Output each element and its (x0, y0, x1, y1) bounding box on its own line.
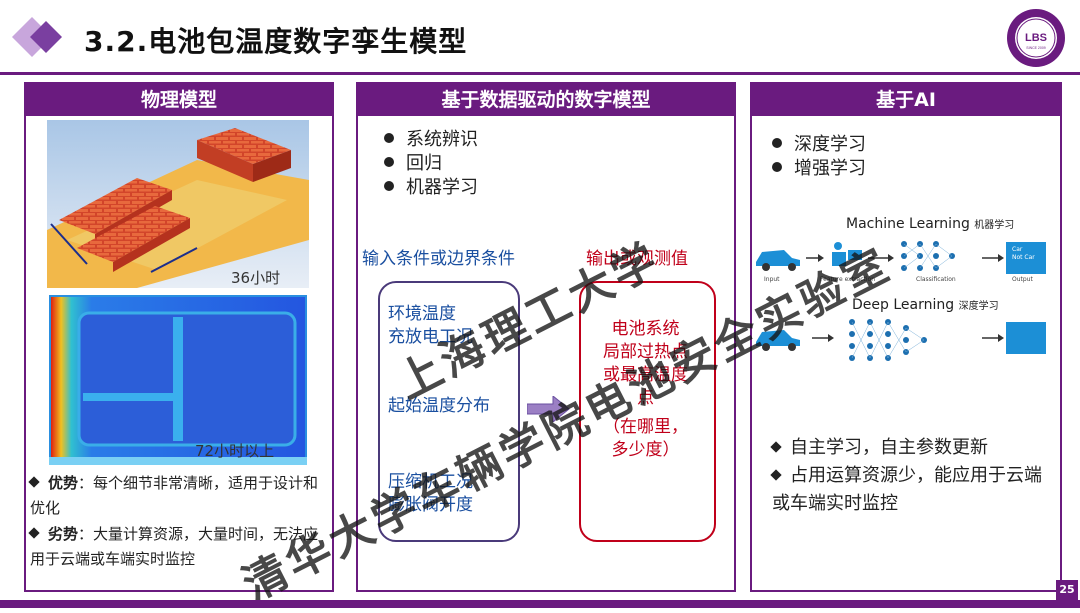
input-item: 环境温度 (388, 304, 456, 324)
bullet-dot-icon (384, 133, 394, 143)
input-item: 起始温度分布 (388, 396, 490, 416)
output-line: 局部过热点 (603, 342, 688, 362)
diamond-bullet-icon (28, 476, 40, 488)
input-label: 输入条件或边界条件 (362, 249, 515, 269)
caption-72-hours: 72小时以上 (195, 442, 275, 460)
input-item: 压缩机工况 (388, 472, 473, 492)
output-line: 点 (637, 388, 654, 408)
data-driven-methods: 系统辨识 回归 机器学习 (384, 128, 478, 200)
input-item: 充放电工况 (388, 327, 473, 347)
inputs-box (378, 281, 520, 542)
ml-output-car: Car (1012, 246, 1023, 253)
input-item: 膨胀阀开度 (388, 495, 473, 515)
physical-model-title: 物理模型 (26, 84, 332, 116)
bullet-dot-icon (772, 162, 782, 172)
list-item: 机器学习 (384, 176, 478, 200)
ml-output-label: Output (1012, 276, 1033, 283)
list-item: 深度学习 (772, 133, 866, 157)
diamond-bullet-icon (28, 527, 40, 539)
slide-title: 3.2.电池包温度数字孪生模型 (84, 25, 468, 58)
car-icon (756, 250, 800, 271)
ai-panel: 基于AI (750, 82, 1062, 592)
output-line: 多少度） (611, 440, 680, 460)
disadvantage-label: 劣势 (48, 525, 79, 543)
logo-since: SINCE 2009 (1026, 46, 1046, 50)
advantage-label: 优势 (48, 474, 79, 492)
ai-benefit-item: 自主学习，自主参数更新 (770, 434, 988, 462)
ai-methods: 深度学习 增强学习 (772, 133, 866, 181)
physical-model-panel: 物理模型 (24, 82, 334, 592)
advantage-item: 优势：每个细节非常清晰，适用于设计和优化 (28, 471, 328, 521)
diamond-bullet-icon (770, 469, 782, 481)
advantage-text: ：每个细节非常清晰，适用于设计和优化 (30, 474, 319, 517)
ai-title: 基于AI (752, 84, 1060, 116)
list-item: 回归 (384, 152, 478, 176)
disadvantage-item: 劣势：大量计算资源，大量时间，无法应用于云端或车端实时监控 (28, 522, 328, 572)
right-arrow-icon (527, 396, 570, 422)
ml-class-label: Classification (916, 276, 956, 283)
logo-text: LBS (1025, 32, 1047, 44)
dl-pipeline-diagram (756, 319, 1046, 361)
page-number: 25 (1056, 580, 1078, 600)
ml-input-label: Input (764, 276, 780, 283)
data-driven-title: 基于数据驱动的数字模型 (358, 84, 734, 116)
bullet-dot-icon (384, 157, 394, 167)
header-divider (0, 72, 1080, 75)
list-item: 增强学习 (772, 157, 866, 181)
ai-benefit-item: 占用运算资源少，能应用于云端或车端实时监控 (770, 465, 1042, 514)
lbs-lab-logo: LBS SINCE 2009 (1007, 9, 1065, 67)
output-line: （在哪里， (603, 417, 688, 437)
footer-bar (0, 600, 1080, 608)
list-item: 系统辨识 (384, 128, 478, 152)
disadvantage-text: ：大量计算资源，大量时间，无法应用于云端或车端实时监控 (30, 525, 319, 568)
caption-36-hours: 36小时 (231, 269, 281, 287)
ml-output-not-car: Not Car (1012, 254, 1035, 261)
dl-diagram-title: Deep Learning 深度学习 (852, 297, 999, 313)
neural-net-icon (849, 319, 927, 361)
temperature-map-image (49, 295, 307, 465)
output-line: 或最高温度 (603, 365, 688, 385)
output-label: 输出或观测值 (586, 249, 688, 269)
title-diamond-icon (12, 17, 62, 57)
outputs-box (579, 281, 716, 542)
person-at-computer-icon (832, 242, 862, 266)
bullet-dot-icon (384, 181, 394, 191)
car-icon (756, 330, 800, 351)
output-line: 电池系统 (611, 319, 680, 339)
ml-feature-label: Feature extraction (820, 276, 876, 283)
battery-pack-3d-image (47, 120, 309, 288)
data-driven-panel: 基于数据驱动的数字模型 (356, 82, 736, 592)
ml-diagram-title: Machine Learning 机器学习 (846, 216, 1015, 232)
bullet-dot-icon (772, 138, 782, 148)
ml-pipeline-diagram (756, 241, 1046, 274)
diamond-bullet-icon (770, 441, 782, 453)
